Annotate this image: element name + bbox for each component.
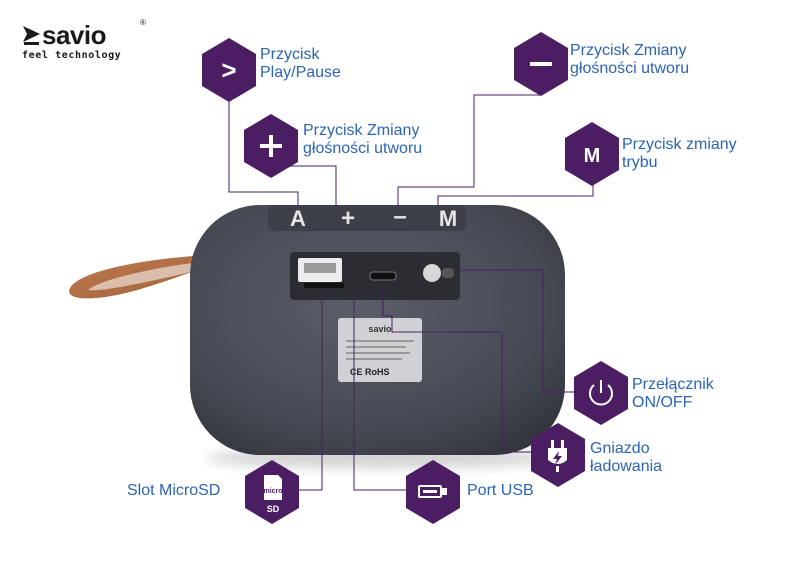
microsd-icon: micro SD bbox=[263, 475, 283, 514]
plate-text-line bbox=[346, 352, 410, 354]
label-power-line2: ON/OFF bbox=[632, 394, 693, 411]
savio-logo: savio ® feel technology bbox=[22, 18, 152, 68]
plate-brand: savio bbox=[368, 324, 392, 334]
label-power: Przełącznik ON/OFF bbox=[632, 376, 714, 412]
label-volume-down: Przycisk Zmiany głośności utworu bbox=[570, 42, 689, 78]
power-icon bbox=[589, 380, 613, 406]
mode-m-icon: M bbox=[584, 145, 601, 167]
leader-microsd bbox=[299, 288, 323, 491]
label-charging: Gniazdo ładowania bbox=[590, 440, 662, 476]
minus-icon bbox=[530, 62, 552, 66]
power-switch-knob bbox=[423, 264, 441, 282]
plate-text-line bbox=[346, 340, 414, 342]
label-charging-line1: Gniazdo bbox=[590, 440, 650, 457]
label-play-pause: Przycisk Play/Pause bbox=[260, 46, 341, 82]
chevron-right-icon: > bbox=[221, 55, 236, 85]
info-plate bbox=[338, 318, 422, 382]
label-vol-down-line2: głośności utworu bbox=[570, 60, 690, 77]
savio-logo-mark bbox=[23, 26, 40, 45]
hexagon bbox=[202, 38, 256, 102]
mode-hex: M bbox=[565, 122, 619, 186]
leader-usb bbox=[353, 288, 408, 491]
microsd-hex: micro SD bbox=[245, 460, 299, 524]
play-pause-hex: > bbox=[202, 38, 256, 102]
charging-hex bbox=[531, 423, 585, 487]
volume-down-hex bbox=[514, 32, 568, 96]
label-play-line1: Przycisk bbox=[260, 46, 320, 63]
speaker-button-strip bbox=[268, 205, 466, 231]
label-microsd-line1: Slot MicroSD bbox=[127, 482, 221, 499]
label-usb-line1: Port USB bbox=[467, 482, 534, 499]
svg-text:SD: SD bbox=[267, 504, 280, 514]
label-mode-line2: trybu bbox=[622, 154, 658, 171]
logo-wordmark: savio bbox=[42, 20, 107, 50]
label-usb: Port USB bbox=[467, 482, 534, 500]
leader-lines bbox=[228, 85, 594, 491]
button-glyph-plus: + bbox=[341, 205, 355, 232]
leader-mode bbox=[437, 180, 594, 207]
label-play-line2: Play/Pause bbox=[260, 64, 341, 81]
power-switch-track bbox=[442, 268, 454, 278]
leader-power bbox=[455, 269, 577, 393]
label-microsd: Slot MicroSD bbox=[127, 482, 220, 500]
button-glyph-play: A bbox=[290, 206, 306, 231]
logo-tagline: feel technology bbox=[22, 50, 122, 61]
charging-plug-icon bbox=[548, 440, 567, 472]
button-glyph-mode: M bbox=[439, 206, 457, 231]
usb-port-inner bbox=[304, 263, 336, 273]
label-mode-line1: Przycisk zmiany bbox=[622, 136, 737, 153]
microsd-slot bbox=[304, 283, 344, 288]
leader-vol-up bbox=[274, 165, 337, 207]
plate-text-line bbox=[346, 346, 406, 348]
plate-marks: CE RoHS bbox=[350, 367, 390, 377]
plus-icon-v bbox=[269, 135, 273, 157]
label-charging-line2: ładowania bbox=[590, 458, 663, 475]
leader-play bbox=[228, 88, 299, 207]
label-vol-up-line1: Przycisk Zmiany bbox=[303, 122, 420, 139]
power-hex bbox=[574, 361, 628, 425]
volume-up-hex bbox=[244, 114, 298, 178]
button-glyph-minus: – bbox=[393, 203, 406, 230]
svg-text:micro: micro bbox=[263, 488, 282, 495]
logo-registered: ® bbox=[140, 18, 146, 27]
plate-text-line bbox=[346, 358, 402, 360]
label-vol-up-line2: głośności utworu bbox=[303, 140, 423, 157]
leader-charging bbox=[382, 288, 535, 453]
usb-hex bbox=[406, 460, 460, 524]
usb-icon bbox=[418, 485, 447, 498]
hexagon bbox=[565, 122, 619, 186]
label-power-line1: Przełącznik bbox=[632, 376, 714, 393]
label-volume-up: Przycisk Zmiany głośności utworu bbox=[303, 122, 422, 158]
micro-usb-port bbox=[369, 271, 397, 281]
label-mode: Przycisk zmiany trybu bbox=[622, 136, 737, 172]
speaker-strap-hole bbox=[88, 262, 200, 291]
label-vol-down-line1: Przycisk Zmiany bbox=[570, 42, 687, 59]
